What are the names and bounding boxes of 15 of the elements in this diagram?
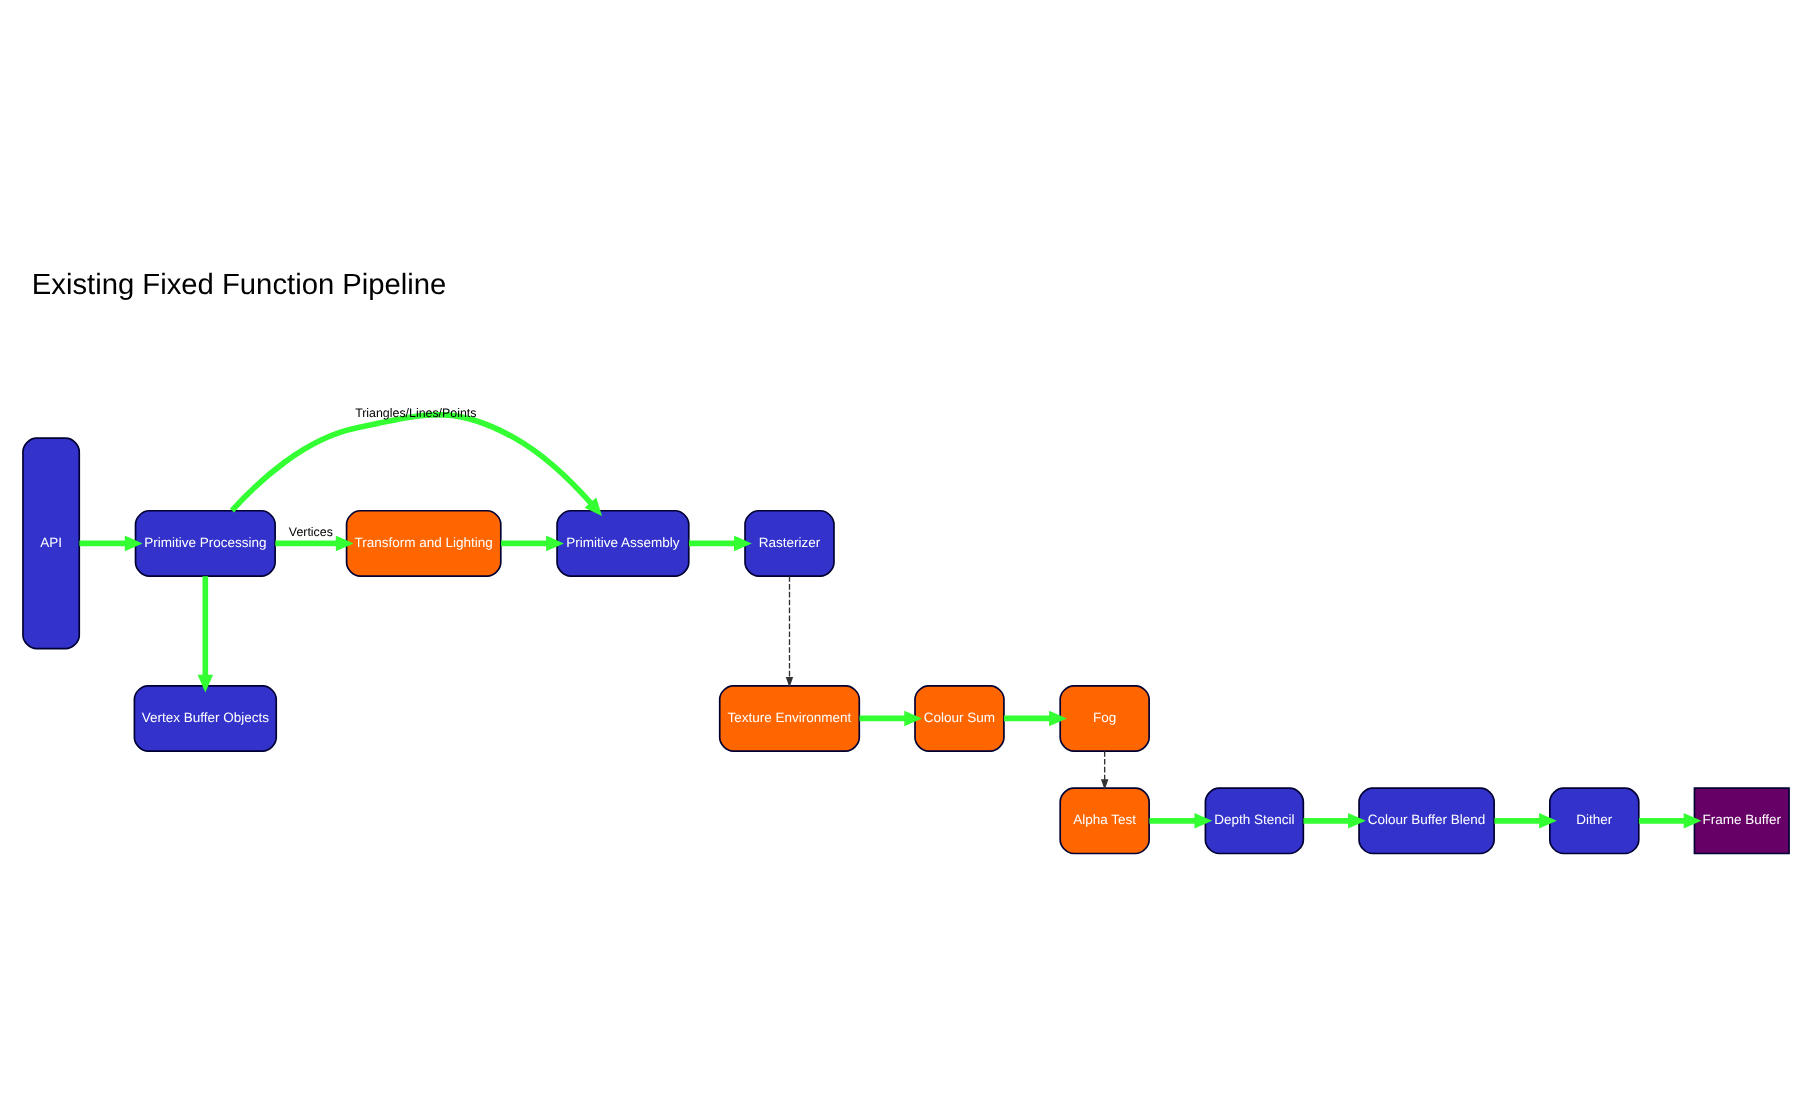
arrow [1100,750,1109,790]
arrow [1494,813,1557,829]
arrow [79,535,143,552]
arrow [1149,813,1213,829]
arrow [275,535,354,552]
arrow [501,535,564,552]
arrow [1303,813,1366,829]
arrow [1004,710,1067,727]
arrow [1638,813,1702,829]
arrow [785,575,794,688]
arrow [688,535,752,552]
diagram-title: Existing Fixed Function Pipeline [31,270,447,303]
arrow [197,576,214,693]
arrow [859,710,922,727]
arrow [229,412,602,516]
